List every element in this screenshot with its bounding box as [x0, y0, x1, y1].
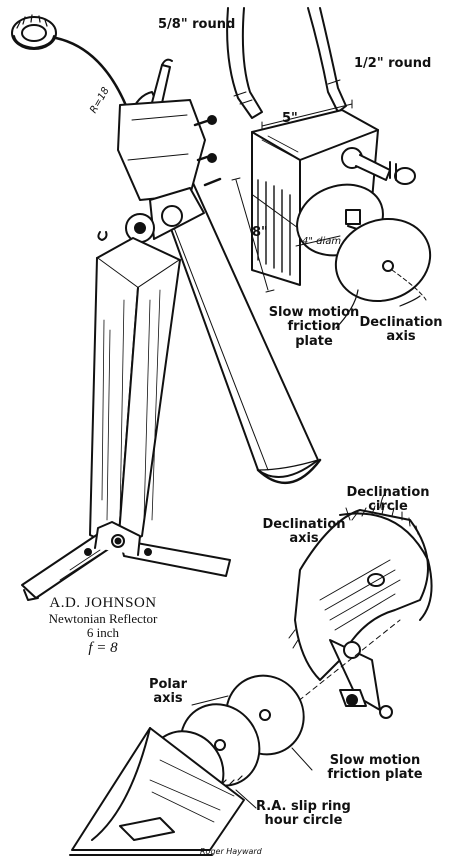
label-dimension-8: 8" [252, 225, 268, 240]
label-ra-slip-ring: R.A. slip ring hour circle [256, 799, 351, 829]
label-declination-axis-top: Declination axis [359, 315, 443, 345]
label-five-eighths-round: 5/8" round [158, 17, 236, 32]
polar-axis-detail [69, 491, 433, 856]
rod-five-eighths [226, 7, 263, 119]
label-polar-axis: Polar axis [148, 677, 188, 707]
caption-aperture: 6 inch [86, 624, 120, 640]
label-slow-motion-top: Slow motion friction plate [268, 305, 360, 349]
telescope-assembly [11, 14, 322, 601]
counterweight-knob [11, 14, 57, 50]
label-dimension-5: 5" [282, 111, 298, 126]
signature: Roger Hayward [200, 847, 262, 856]
caption-type: Newtonian Reflector [48, 610, 158, 626]
dimension-lines [231, 99, 353, 293]
tripod-legs [21, 521, 231, 601]
label-declination-axis-lower: Declination axis [262, 517, 346, 547]
declination-detail [226, 7, 432, 329]
mount-head [97, 99, 222, 243]
label-declination-circle: Declination circle [346, 485, 430, 515]
label-slow-motion-lower: Slow motion friction plate [327, 753, 423, 783]
label-four-diam: 4" diam [302, 236, 342, 247]
tripod-pier [89, 237, 181, 549]
declination-plates [296, 183, 432, 303]
polar-base [69, 727, 245, 856]
caption-focal: f = 8 [88, 640, 118, 657]
declination-circle-housing [288, 505, 433, 719]
caption: A.D. JOHNSON Newtonian Reflector 6 inch … [28, 595, 178, 657]
slow-motion-screw [341, 147, 416, 185]
label-half-round: 1/2" round [354, 56, 432, 71]
rod-half [307, 7, 347, 113]
caption-name: A.D. JOHNSON [49, 595, 157, 611]
